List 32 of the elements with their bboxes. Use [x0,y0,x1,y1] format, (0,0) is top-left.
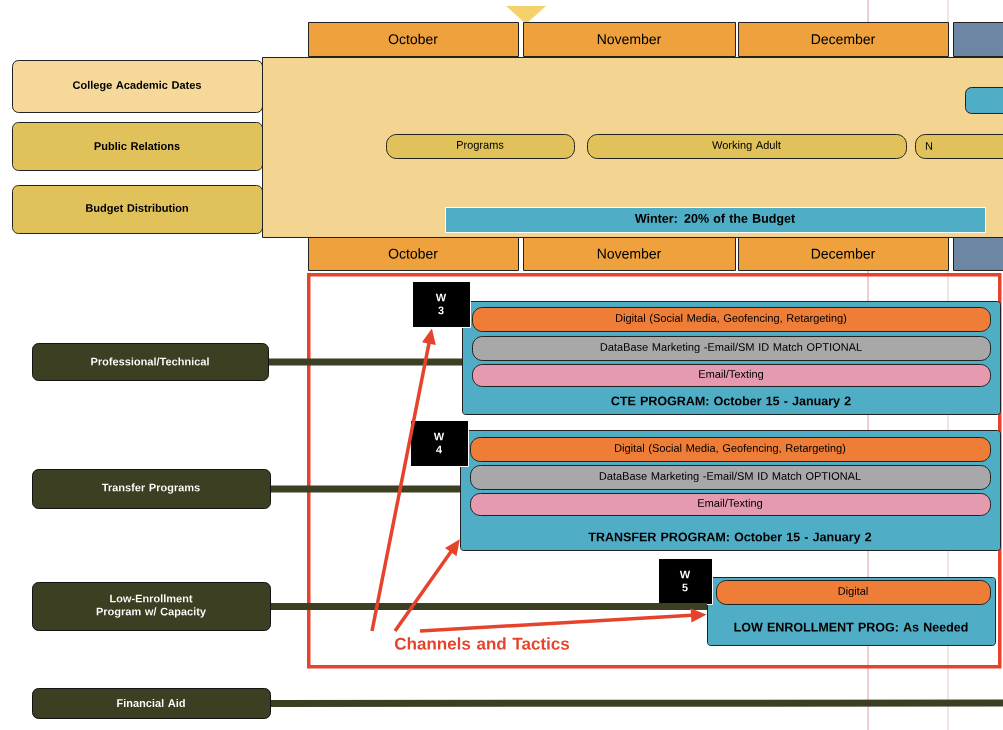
pill-bar: Working Adult [587,134,907,159]
tactic-bar: DataBase Marketing -Email/SM ID Match OPTIONAL [470,465,991,490]
track-label-box: Transfer Programs [32,469,271,509]
tactic-bar: Email/Texting [472,364,991,387]
pill-bar: N [915,134,1003,159]
empty-bar [965,87,1003,114]
tactic-bar: Email/Texting [470,493,991,516]
month-header-box [953,237,1003,271]
month-header-box: October [308,22,519,57]
highlight-frame [307,273,1002,669]
track-label-box: College Academic Dates [12,60,263,113]
tactic-bar: Digital [716,580,991,605]
tactic-bar: Digital (Social Media, Geofencing, Retargeting) [470,437,991,462]
week-badge: W 3 [412,281,471,328]
track-label-box: Professional/Technical [32,343,269,381]
track-label-box: Public Relations [12,122,263,171]
month-header-box: October [308,237,519,271]
tactic-bar: Digital (Social Media, Geofencing, Retargeting) [472,307,991,332]
month-header-box: December [738,22,949,57]
pill-bar: Programs [386,134,575,159]
month-header-box [953,22,1003,57]
week-badge: W 5 [658,558,713,605]
budget-bar: Winter: 20% of the Budget [445,207,986,233]
week-badge: W 4 [410,420,469,467]
track-label-box: Financial Aid [32,688,271,719]
month-header-box: December [738,237,949,271]
month-header-box: November [523,22,736,57]
track-label-box: Low-Enrollment Program w/ Capacity [32,582,271,631]
track-label-box: Budget Distribution [12,185,263,234]
month-header-box: November [523,237,736,271]
tactic-bar: DataBase Marketing -Email/SM ID Match OPTIONAL [472,336,991,361]
callout-text: Channels and Tactics [395,637,569,650]
